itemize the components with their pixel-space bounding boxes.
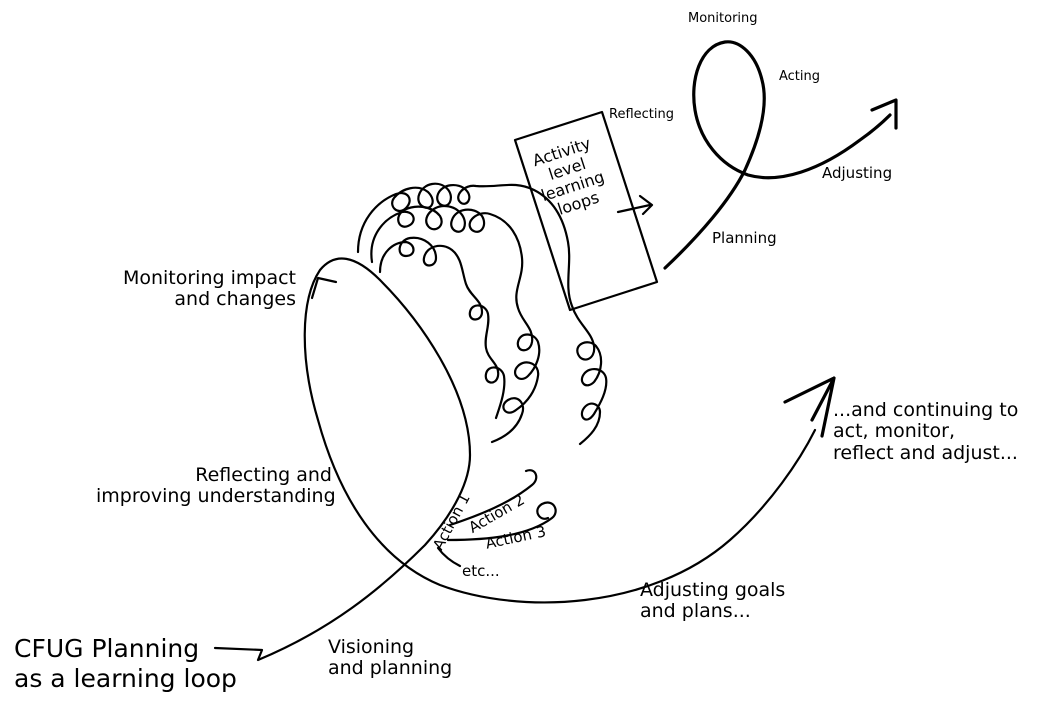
adjusting-line-2: and plans... (640, 601, 785, 622)
visioning-label: Visioning and planning (328, 637, 452, 680)
reflecting-label: Reflecting and improving understanding (96, 465, 332, 508)
continuing-line-1: ...and continuing to (833, 400, 1018, 421)
reflecting-line-2: improving understanding (96, 486, 332, 507)
mini-loop-arrowhead (872, 100, 896, 128)
adjusting-line-1: Adjusting goals (640, 580, 785, 601)
monitoring-line-2: and changes (118, 289, 296, 310)
mini-monitoring-label: Monitoring (688, 12, 758, 27)
monitoring-line-1: Monitoring impact (118, 268, 296, 289)
continuing-line-3: reflect and adjust... (833, 443, 1018, 464)
monitoring-arrowhead (312, 278, 336, 298)
reflecting-line-1: Reflecting and (96, 465, 332, 486)
title-line-1: CFUG Planning (14, 634, 237, 664)
continuing-line-2: act, monitor, (833, 421, 1018, 442)
middle-coil-loops (371, 206, 539, 442)
main-loop-arrowhead (785, 378, 834, 436)
adjusting-goals-label: Adjusting goals and plans... (640, 580, 785, 623)
inner-coil-loops (380, 238, 504, 418)
mini-reflecting-label: Reflecting (609, 108, 674, 123)
diagram-title: CFUG Planning as a learning loop (14, 634, 237, 693)
mini-adjusting-label: Adjusting (822, 165, 892, 182)
etc-label: etc... (462, 563, 500, 580)
monitoring-label: Monitoring impact and changes (118, 268, 296, 311)
visioning-line-1: Visioning (328, 637, 452, 658)
mini-learning-loop (665, 42, 890, 268)
mini-acting-label: Acting (779, 70, 820, 85)
title-line-2: as a learning loop (14, 664, 237, 694)
visioning-line-2: and planning (328, 658, 452, 679)
continuing-label: ...and continuing to act, monitor, refle… (833, 400, 1018, 464)
mini-planning-label: Planning (712, 230, 777, 247)
